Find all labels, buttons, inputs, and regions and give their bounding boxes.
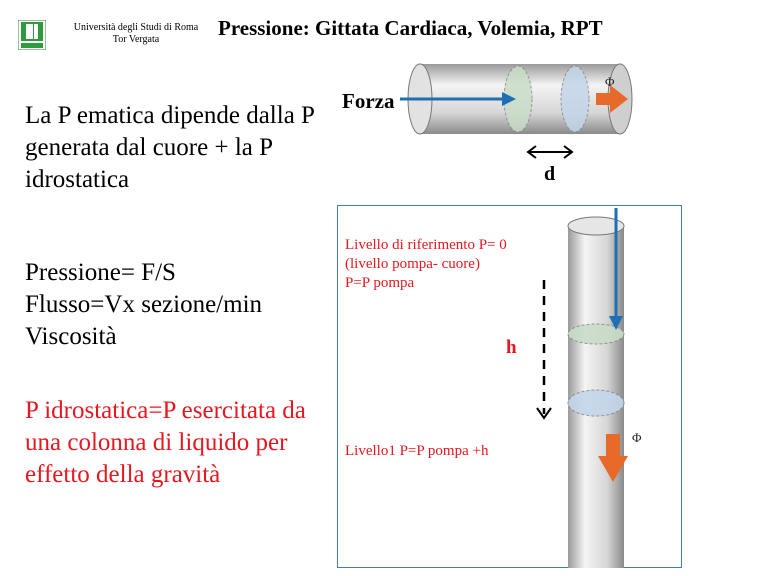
definitions-list: Pressione= F/S Flusso=Vx sezione/min Vis… (25, 257, 325, 353)
force-label: Forza (342, 89, 395, 113)
flow-symbol: Φ (605, 74, 615, 89)
hydrostatic-figure-box: Livello di riferimento P= 0 (livello pom… (337, 205, 682, 568)
flow-definition: Flusso=Vx sezione/min (25, 291, 263, 318)
reference-level-line3: P=P pompa (345, 275, 415, 291)
vertical-tube-figure: Φ (567, 208, 642, 568)
hydrostatic-pressure-text: P idrostatica=P esercitata da una colonn… (25, 397, 306, 488)
university-name: Università degli Studi di Roma Tor Verga… (56, 22, 216, 46)
distance-label: d (544, 163, 555, 185)
force-arrow (400, 92, 516, 106)
reference-level-label: Livello di riferimento P= 0 (livello pom… (345, 236, 555, 293)
tor-vergata-logo-icon (18, 20, 46, 50)
height-label: h (506, 337, 517, 358)
section-disc-blue (560, 65, 590, 133)
pressure-definition: Pressione= F/S (25, 259, 176, 286)
height-dashed-arrow (536, 280, 552, 420)
reference-level-line1: Livello di riferimento P= 0 (345, 237, 507, 253)
flow-arrow-orange (596, 85, 628, 113)
distance-arrow (526, 145, 574, 159)
section-disc-blue (567, 389, 625, 417)
section-disc-green (567, 323, 625, 345)
reference-level-line2: (livello pompa- cuore) (345, 256, 480, 272)
hematic-pressure-text: La P ematica dipende dalla P generata da… (25, 102, 315, 193)
flow-arrow-orange (598, 434, 628, 482)
university-line2: Tor Vergata (112, 34, 160, 45)
flow-symbol: Φ (632, 430, 642, 445)
viscosity-term: Viscosità (25, 323, 117, 350)
horizontal-tube-figure: Φ Forza d (342, 63, 633, 185)
slide-title: Pressione: Gittata Cardiaca, Volemia, RP… (218, 16, 603, 40)
gravity-arrow-blue (609, 208, 623, 330)
university-line1: Università degli Studi di Roma (73, 22, 199, 33)
level1-label: Livello1 P=P pompa +h (345, 443, 489, 459)
